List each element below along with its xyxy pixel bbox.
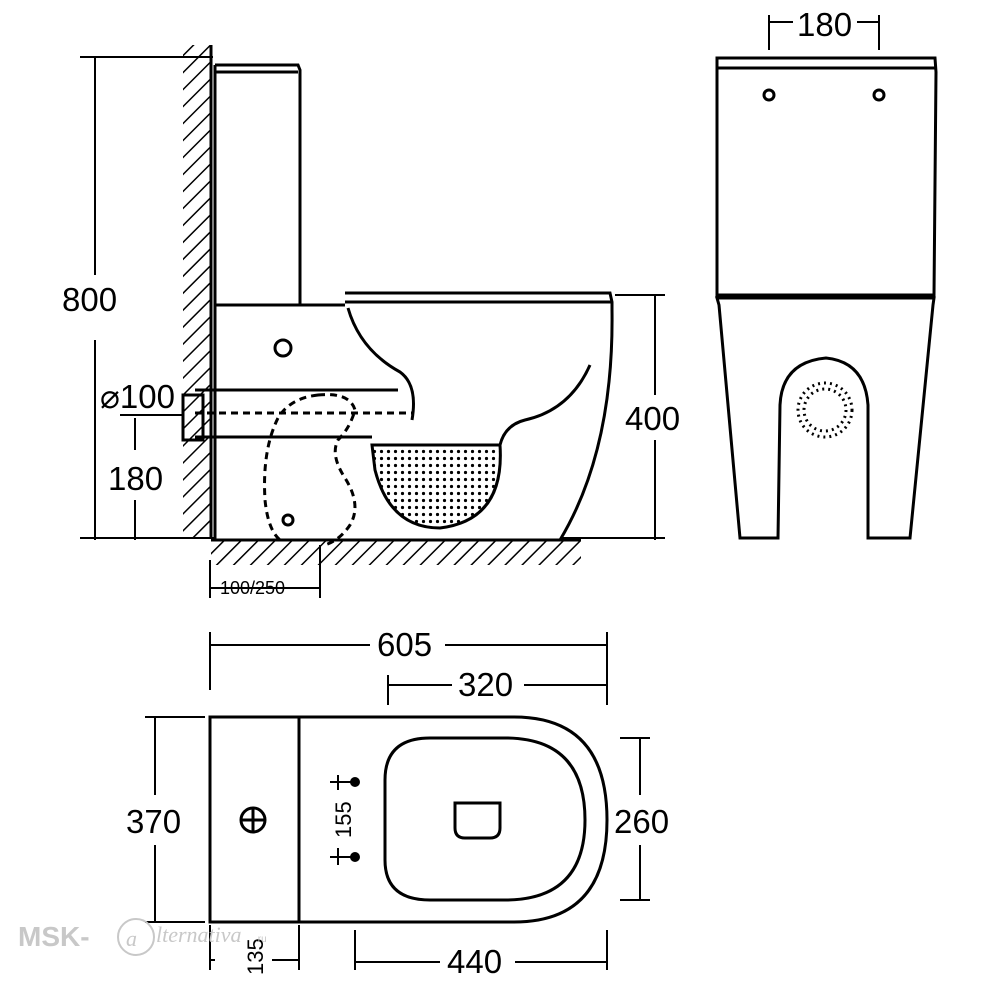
front-outlet-dotted-inner	[802, 387, 848, 433]
water-pool	[370, 443, 502, 530]
watermark-prefix: MSK-	[18, 921, 90, 952]
top-seat-outline	[383, 736, 587, 902]
front-outlet-dotted	[796, 381, 854, 439]
front-button-right	[872, 88, 886, 102]
dim-width: 370	[126, 803, 181, 840]
top-view: 155 605 320 370 260 135	[126, 626, 669, 980]
watermark-suffix: .ru	[255, 934, 267, 945]
dim-bowl-height: 400	[625, 400, 680, 437]
side-tank-outline	[213, 63, 302, 305]
side-bowl-outline	[213, 291, 614, 541]
watermark-word: lternativa	[156, 922, 242, 947]
drain-cross-icon	[239, 806, 267, 834]
dim-fixing-spacing: 155	[331, 801, 356, 838]
dim-bowl-length-bottom: 440	[447, 943, 502, 980]
dim-outlet-offset: 100/250	[220, 578, 285, 598]
dim-outlet-diameter: ⌀100	[100, 378, 175, 415]
top-outline	[208, 715, 609, 924]
dim-bowl-length-top: 320	[458, 666, 513, 703]
front-view: 180	[715, 6, 938, 540]
dim-outlet-height: 180	[108, 460, 163, 497]
wall-hatching	[183, 45, 210, 537]
dim-tank-depth: 135	[243, 938, 268, 975]
front-tank-outline	[715, 56, 938, 297]
front-button-left	[762, 88, 776, 102]
side-fixing-hole	[281, 513, 295, 527]
top-seat-hinge	[453, 801, 502, 840]
side-trap-curve	[346, 307, 592, 446]
floor-hatching	[211, 540, 581, 565]
dim-total-length: 605	[377, 626, 432, 663]
outlet-pipe	[181, 393, 205, 442]
watermark: MSK- a lternativa .ru	[18, 918, 267, 956]
watermark-letter: a	[126, 926, 137, 951]
dim-seat-width: 260	[614, 803, 669, 840]
dim-tank-width: 180	[797, 6, 852, 43]
side-inlet-hole	[273, 338, 293, 358]
floor-outlet-dashed	[263, 393, 357, 547]
front-bowl-outline	[715, 296, 936, 540]
watermark-logo-icon	[117, 918, 155, 956]
dim-total-height: 800	[62, 281, 117, 318]
side-view: 800 180 ⌀100 400 100/250	[62, 45, 680, 598]
